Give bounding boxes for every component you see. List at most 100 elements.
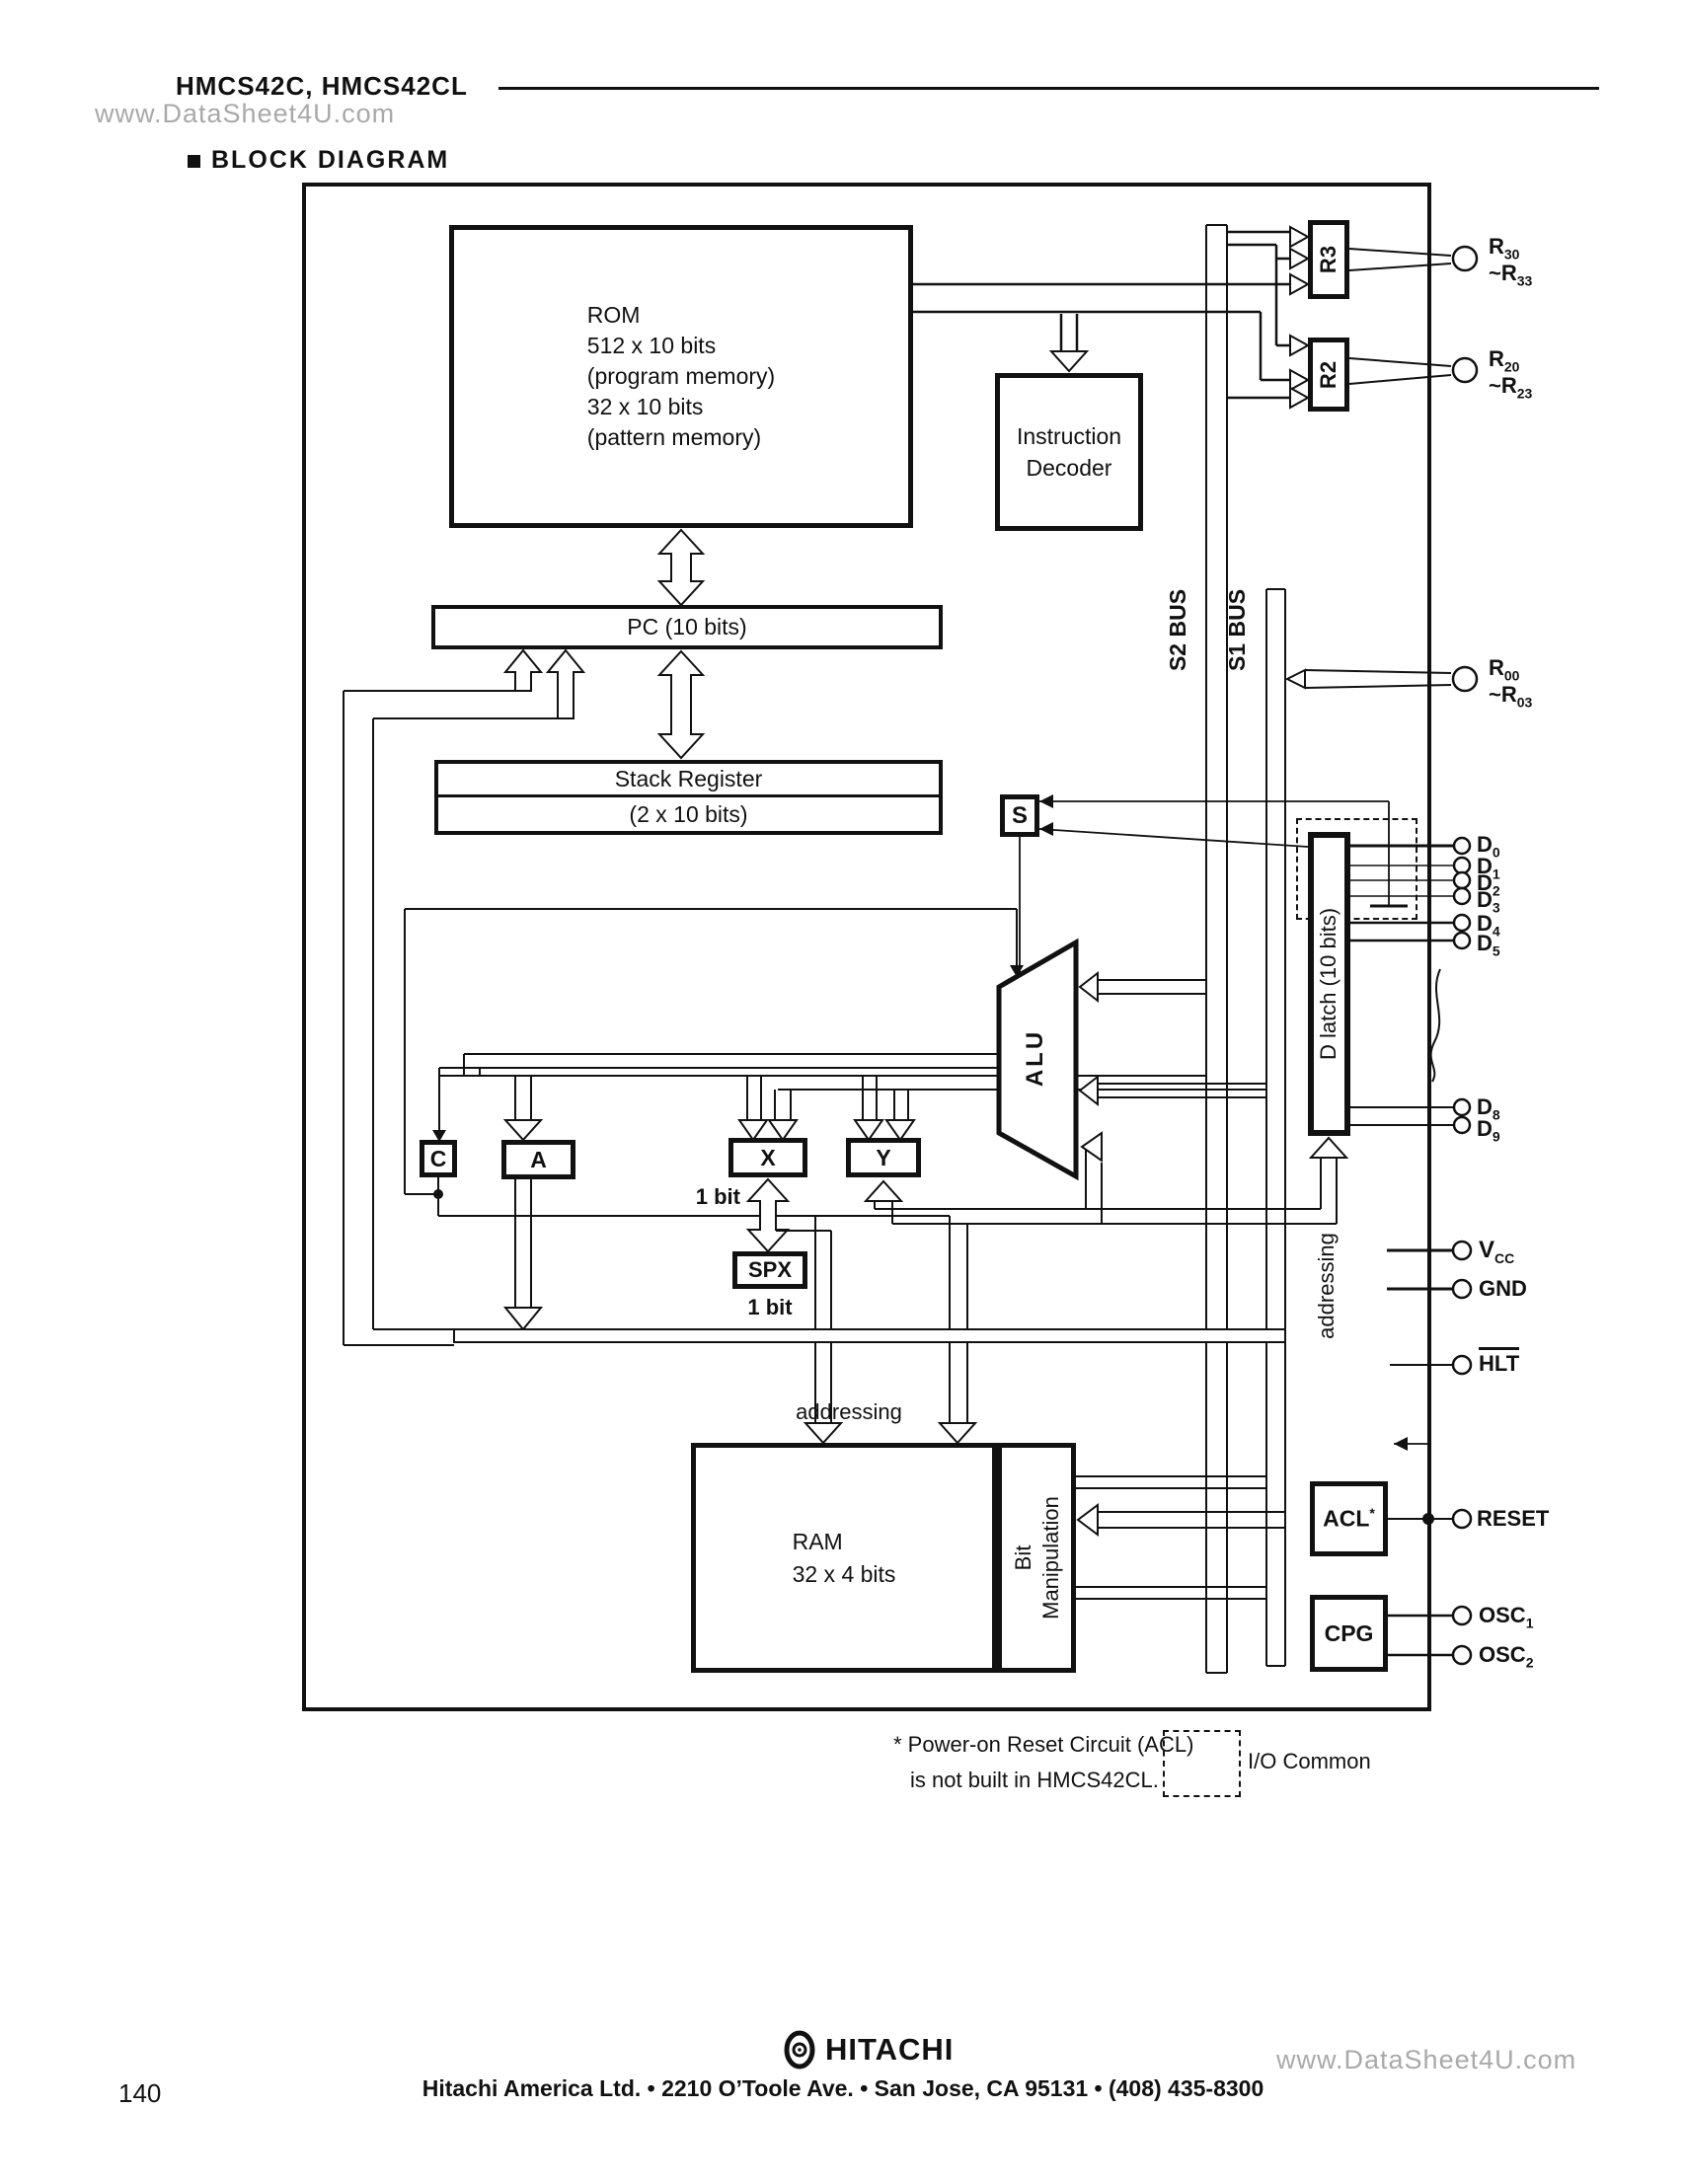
page-number: 140 — [118, 2078, 162, 2108]
y-register: Y — [846, 1138, 921, 1177]
pin-label-d8: D8 — [1477, 1094, 1500, 1123]
one-bit-label-x: 1 bit — [695, 1184, 740, 1209]
frame-and-buses — [302, 183, 1431, 1711]
legend-note-line1: * Power-on Reset Circuit (ACL) — [893, 1732, 1194, 1757]
decoder-line1: Instruction — [1016, 422, 1122, 449]
thin-arrowheads — [432, 965, 1024, 1142]
stack-row1: Stack Register — [438, 764, 939, 797]
bitmanip-arrowhead — [1076, 1503, 1099, 1537]
pin-label-osc1: OSC1 — [1479, 1603, 1534, 1631]
instruction-decoder-block: Instruction Decoder — [995, 373, 1143, 531]
footer-address: Hitachi America Ltd. • 2210 O’Toole Ave.… — [421, 2075, 1264, 2101]
pin-label-gnd: GND — [1479, 1276, 1527, 1301]
s-box-arrowheads — [1039, 794, 1053, 836]
pc-feedback-lines — [343, 690, 558, 1346]
bitmanip-line1: Bit — [1010, 1544, 1035, 1571]
s-label: S — [1011, 801, 1028, 829]
acl-block: ACL* — [1310, 1481, 1388, 1556]
pin-label-osc2: OSC2 — [1479, 1642, 1534, 1671]
reset-junction-dot — [1422, 1513, 1434, 1525]
c-register: C — [420, 1140, 457, 1177]
a-bar-net — [453, 1179, 1286, 1343]
alu-output-lines — [404, 908, 1266, 1217]
legend-io-common: I/O Common — [1248, 1749, 1371, 1773]
addressing-label-ram: addressing — [796, 1399, 902, 1424]
addressing-label-dlatch: addressing — [1313, 1233, 1339, 1339]
acl-label: ACL — [1323, 1505, 1370, 1532]
ram-block: RAM 32 x 4 bits — [691, 1443, 997, 1673]
hitachi-logo: HITACHI — [780, 2028, 954, 2071]
pin-label-hlt: HLT — [1479, 1347, 1520, 1376]
s2-bus-label: S2 BUS — [1165, 588, 1191, 672]
pin-label-d2: D2 — [1477, 870, 1500, 899]
x-spx-arrows — [745, 1177, 832, 1423]
pin-label-d9: D9 — [1477, 1116, 1500, 1145]
pin-label-r0: R00 ~R03 — [1489, 655, 1533, 711]
io-common-legend-box — [1163, 1730, 1241, 1797]
d-latch-label: D latch (10 bits) — [1316, 907, 1341, 1061]
watermark-top: www.DataSheet4U.com — [95, 99, 396, 128]
rom-line: 512 x 10 bits — [586, 332, 717, 358]
section-heading: BLOCK DIAGRAM — [211, 146, 450, 174]
rom-pc-stack-arrows — [502, 528, 706, 760]
alu-label: ALU — [1022, 1028, 1049, 1088]
rom-line: (program memory) — [586, 362, 776, 389]
y-addressing-net — [803, 1136, 1349, 1445]
r3-label: R3 — [1316, 245, 1340, 274]
pin-circles — [1451, 245, 1479, 1666]
pin-label-vcc: VCC — [1479, 1237, 1515, 1266]
ram-line1: RAM — [792, 1529, 843, 1555]
d-latch-block: D latch (10 bits) — [1308, 832, 1350, 1136]
watermark-footer: www.DataSheet4U.com — [1276, 2045, 1577, 2074]
hitachi-logo-icon — [784, 2030, 815, 2070]
rom-output-lines — [913, 230, 1290, 400]
arrowheads-top-right — [1048, 225, 1311, 410]
pc-label: PC (10 bits) — [627, 614, 747, 640]
pin-label-r3: R30 ~R33 — [1489, 234, 1533, 289]
alu-input-arrows — [1078, 970, 1266, 1224]
spx-register: SPX — [732, 1251, 807, 1289]
page-title: HMCS42C, HMCS42CL — [176, 71, 468, 101]
reset-dist-arrowhead — [1394, 1437, 1408, 1451]
pin-label-d0: D0 — [1477, 832, 1500, 861]
r3-block: R3 — [1308, 220, 1349, 299]
rom-line: 32 x 10 bits — [586, 394, 704, 420]
hitachi-logo-text: HITACHI — [825, 2032, 955, 2067]
stack-row2: (2 x 10 bits) — [629, 800, 748, 827]
rom-block: ROM 512 x 10 bits (program memory) 32 x … — [449, 225, 913, 528]
pin-label-d4: D4 — [1477, 911, 1500, 940]
r0-bus-arrowhead — [1284, 668, 1306, 690]
title-rule — [498, 87, 1599, 90]
d-pin-lines — [1350, 844, 1455, 1126]
section-bullet — [188, 155, 200, 168]
bit-manipulation-block: Bit Manipulation — [997, 1443, 1076, 1673]
bitmanip-lines — [1076, 1475, 1285, 1600]
c-junction-dot — [433, 1189, 443, 1199]
legend-note-line2: is not built in HMCS42CL. — [910, 1768, 1159, 1792]
cpg-label: CPG — [1324, 1619, 1374, 1646]
r-pin-lines — [1304, 248, 1452, 689]
pc-register: PC (10 bits) — [431, 605, 943, 649]
pin-label-d5: D5 — [1477, 931, 1500, 959]
one-bit-label-spx: 1 bit — [747, 1295, 793, 1319]
s-register: S — [1000, 794, 1039, 837]
pin-label-reset: RESET — [1477, 1506, 1550, 1531]
acl-asterisk: * — [1369, 1505, 1375, 1522]
stack-register: Stack Register (2 x 10 bits) — [434, 760, 943, 835]
bitmanip-line2: Manipulation — [1037, 1496, 1062, 1619]
cpg-block: CPG — [1310, 1595, 1388, 1672]
r2-label: R2 — [1316, 360, 1340, 389]
x-register: X — [728, 1138, 807, 1177]
rom-title: ROM — [586, 301, 641, 328]
decoder-line2: Decoder — [1026, 455, 1112, 481]
r2-block: R2 — [1308, 338, 1349, 412]
alu-shape — [996, 938, 1079, 1181]
control-pin-lines — [1387, 1248, 1452, 1657]
pin-label-r2: R20 ~R23 — [1489, 346, 1533, 402]
pin-label-d3: D3 — [1477, 887, 1500, 916]
pin-label-d1: D1 — [1477, 854, 1500, 882]
register-top-arrows — [502, 1076, 916, 1142]
io-common-dashed-region — [1296, 818, 1417, 920]
